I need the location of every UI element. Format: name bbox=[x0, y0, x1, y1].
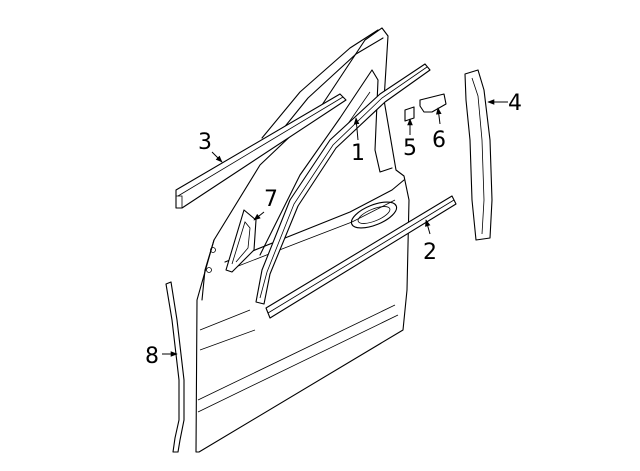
part-6-bracket bbox=[419, 93, 447, 113]
part-7-corner-trim bbox=[225, 209, 257, 273]
part-3-weatherstrip bbox=[175, 93, 347, 209]
part-8-front-seal bbox=[165, 281, 185, 453]
callout-6: 6 bbox=[432, 128, 446, 153]
callout-3: 3 bbox=[198, 130, 212, 155]
callout-8: 8 bbox=[145, 344, 159, 369]
callout-4: 4 bbox=[508, 91, 522, 116]
callout-1: 1 bbox=[351, 141, 365, 166]
callout-5: 5 bbox=[403, 136, 417, 161]
part-5-clip bbox=[404, 106, 415, 122]
callout-2: 2 bbox=[423, 240, 437, 265]
part-1-window-frame-molding bbox=[255, 63, 431, 305]
leader-lines bbox=[162, 99, 508, 357]
callout-7: 7 bbox=[264, 187, 278, 212]
part-4-pillar-applique bbox=[464, 69, 493, 241]
part-2-belt-molding bbox=[265, 195, 457, 319]
door-panel bbox=[195, 27, 410, 453]
